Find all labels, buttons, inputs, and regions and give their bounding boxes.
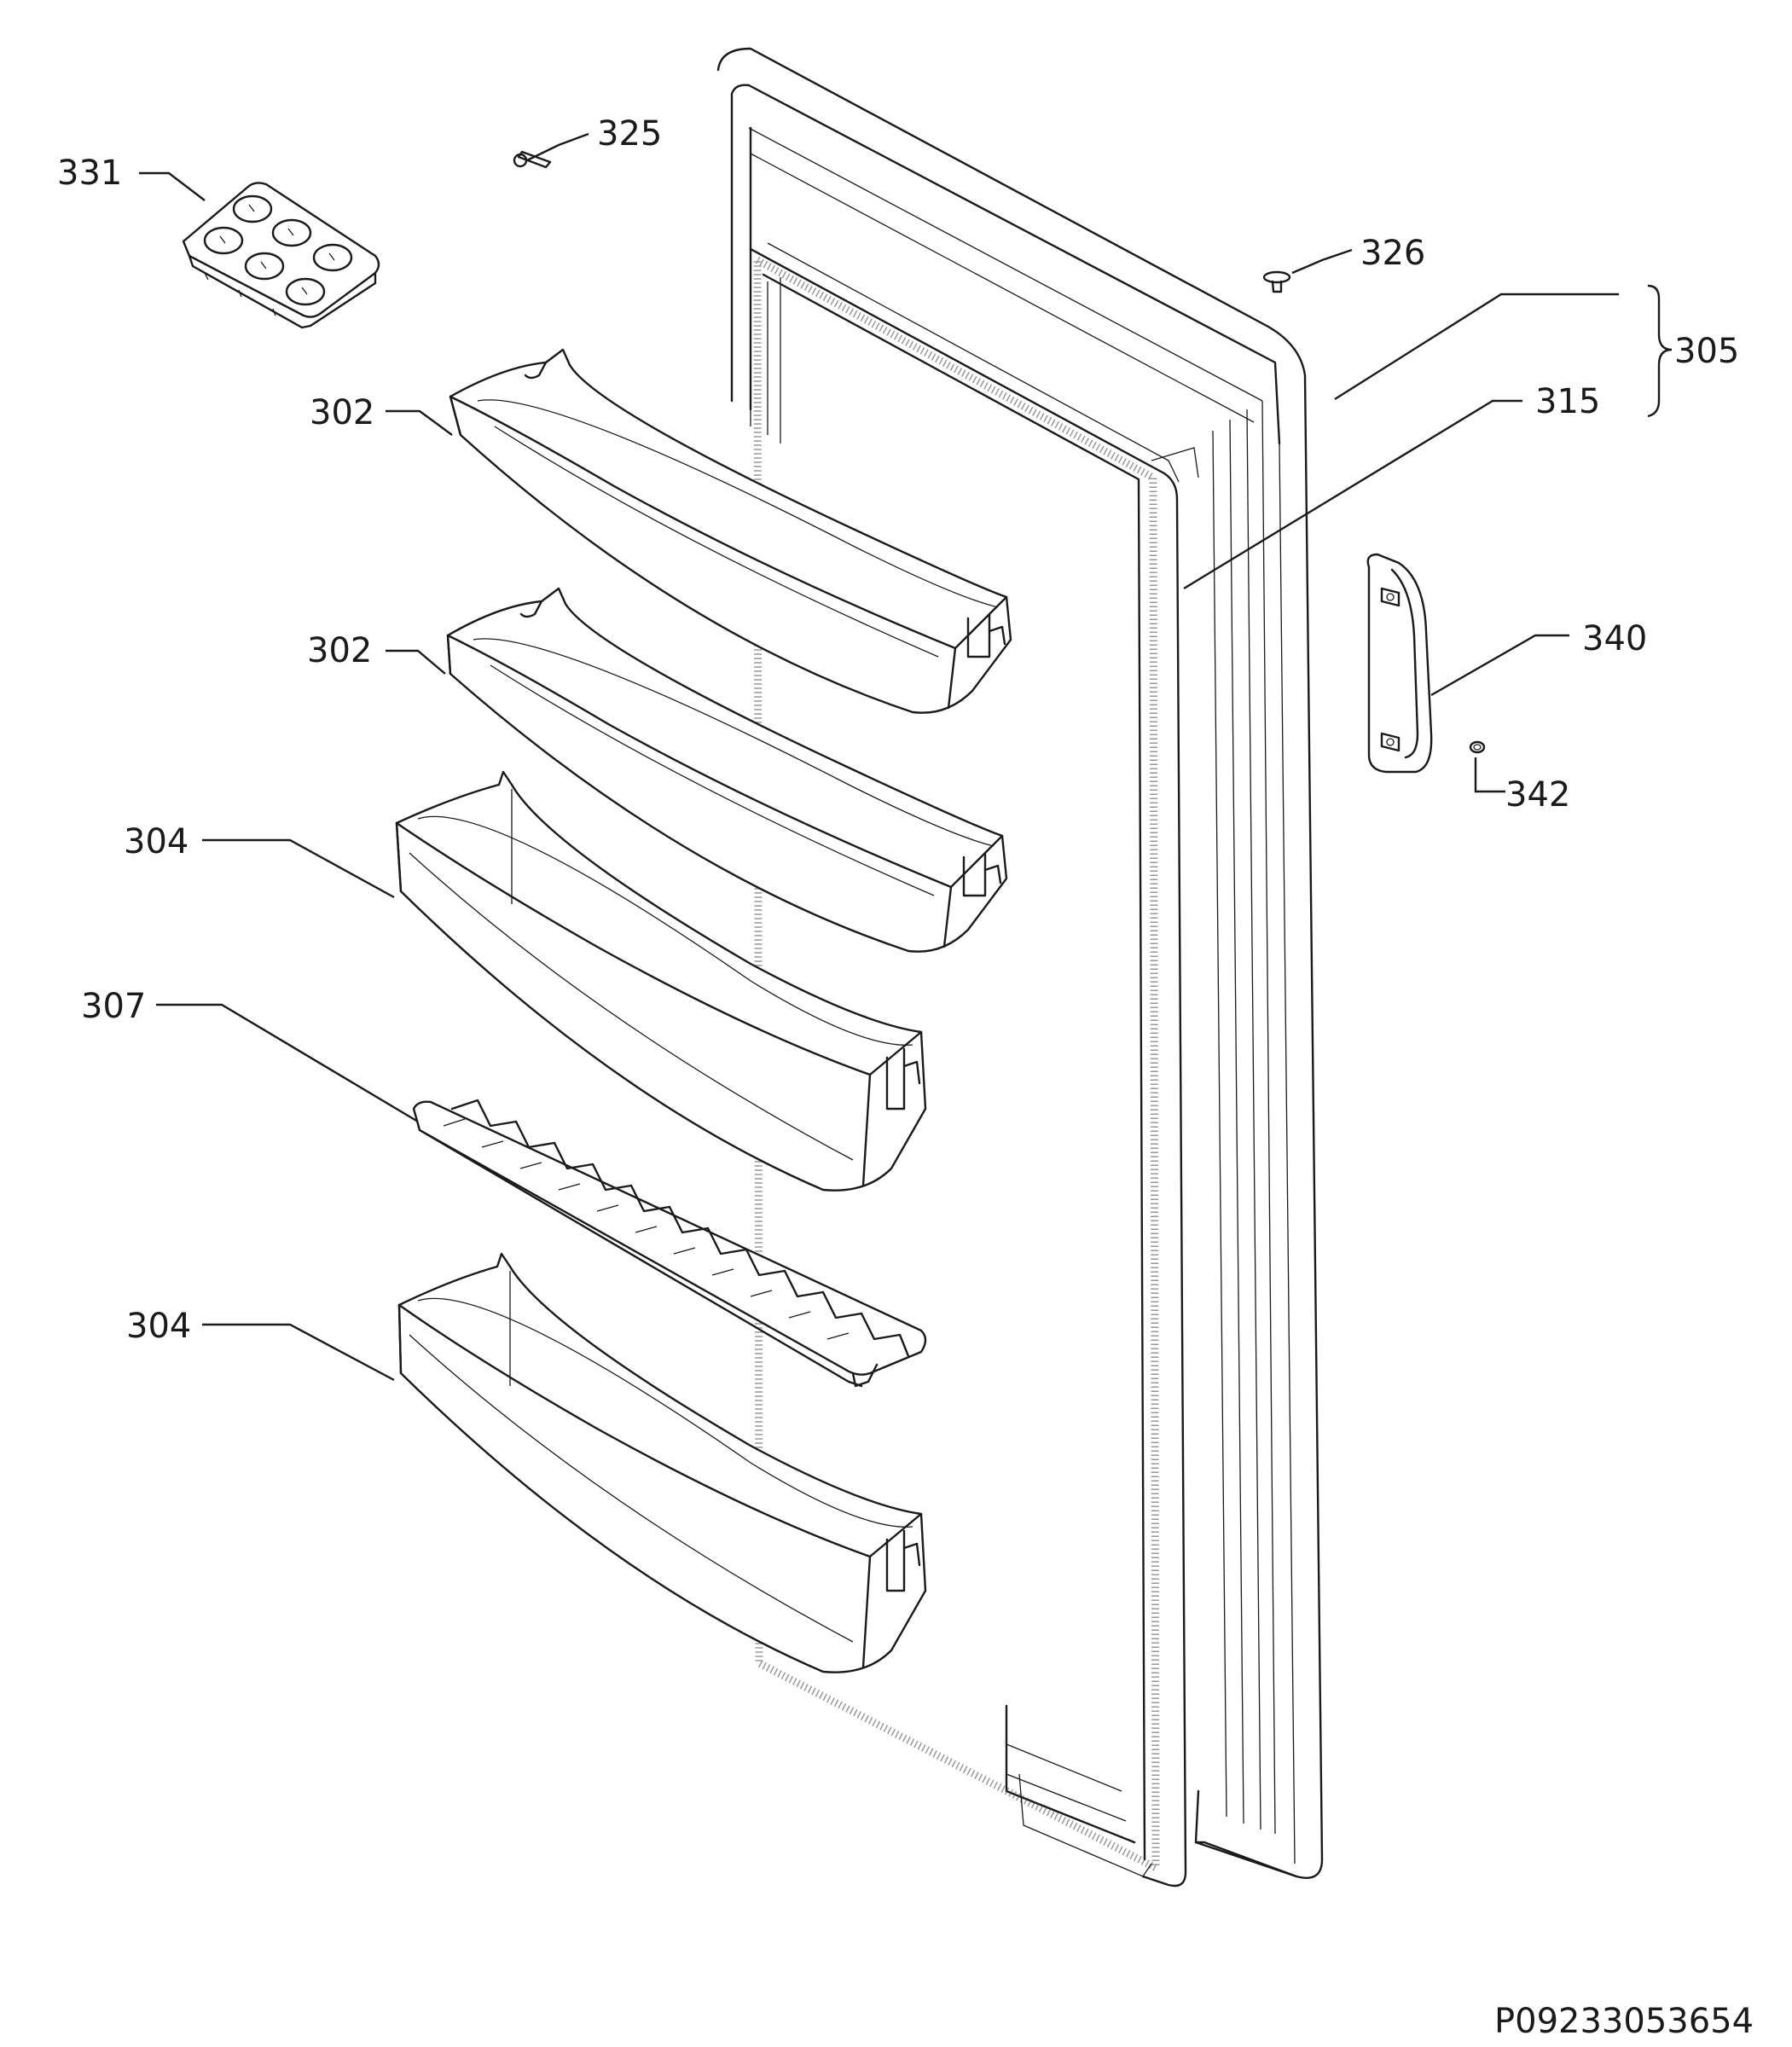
pin-326 — [1262, 270, 1291, 293]
callout-304-upper: 304 — [124, 822, 188, 861]
screw-342 — [1469, 740, 1486, 754]
figure-code: P09233053654 — [1494, 2002, 1754, 2041]
door-gasket — [749, 242, 1199, 1888]
leader-lines — [139, 132, 1673, 1382]
callout-302-lower: 302 — [307, 631, 372, 670]
callout-326: 326 — [1360, 234, 1425, 273]
screw-325 — [513, 150, 552, 169]
door-shelf-302-lower — [446, 587, 1008, 953]
callout-307: 307 — [81, 987, 146, 1026]
callout-342: 342 — [1505, 775, 1570, 815]
callout-305: 305 — [1674, 332, 1739, 371]
callout-labels: 331 325 326 305 315 302 302 340 342 304 … — [57, 114, 1739, 1346]
callout-325: 325 — [597, 114, 662, 154]
door-bin-304-upper — [395, 770, 927, 1192]
door-bin-304-lower — [397, 1252, 927, 1673]
bottle-rack-307 — [412, 1099, 927, 1388]
door-assembly — [716, 47, 1324, 1879]
callout-302-upper: 302 — [310, 393, 374, 432]
door-handle — [1366, 553, 1433, 774]
egg-tray — [182, 182, 380, 329]
callout-331: 331 — [57, 154, 122, 193]
door-shelf-302-upper — [449, 348, 1012, 714]
callout-304-lower: 304 — [126, 1307, 191, 1346]
callout-340: 340 — [1582, 619, 1647, 658]
callout-315: 315 — [1535, 382, 1600, 421]
